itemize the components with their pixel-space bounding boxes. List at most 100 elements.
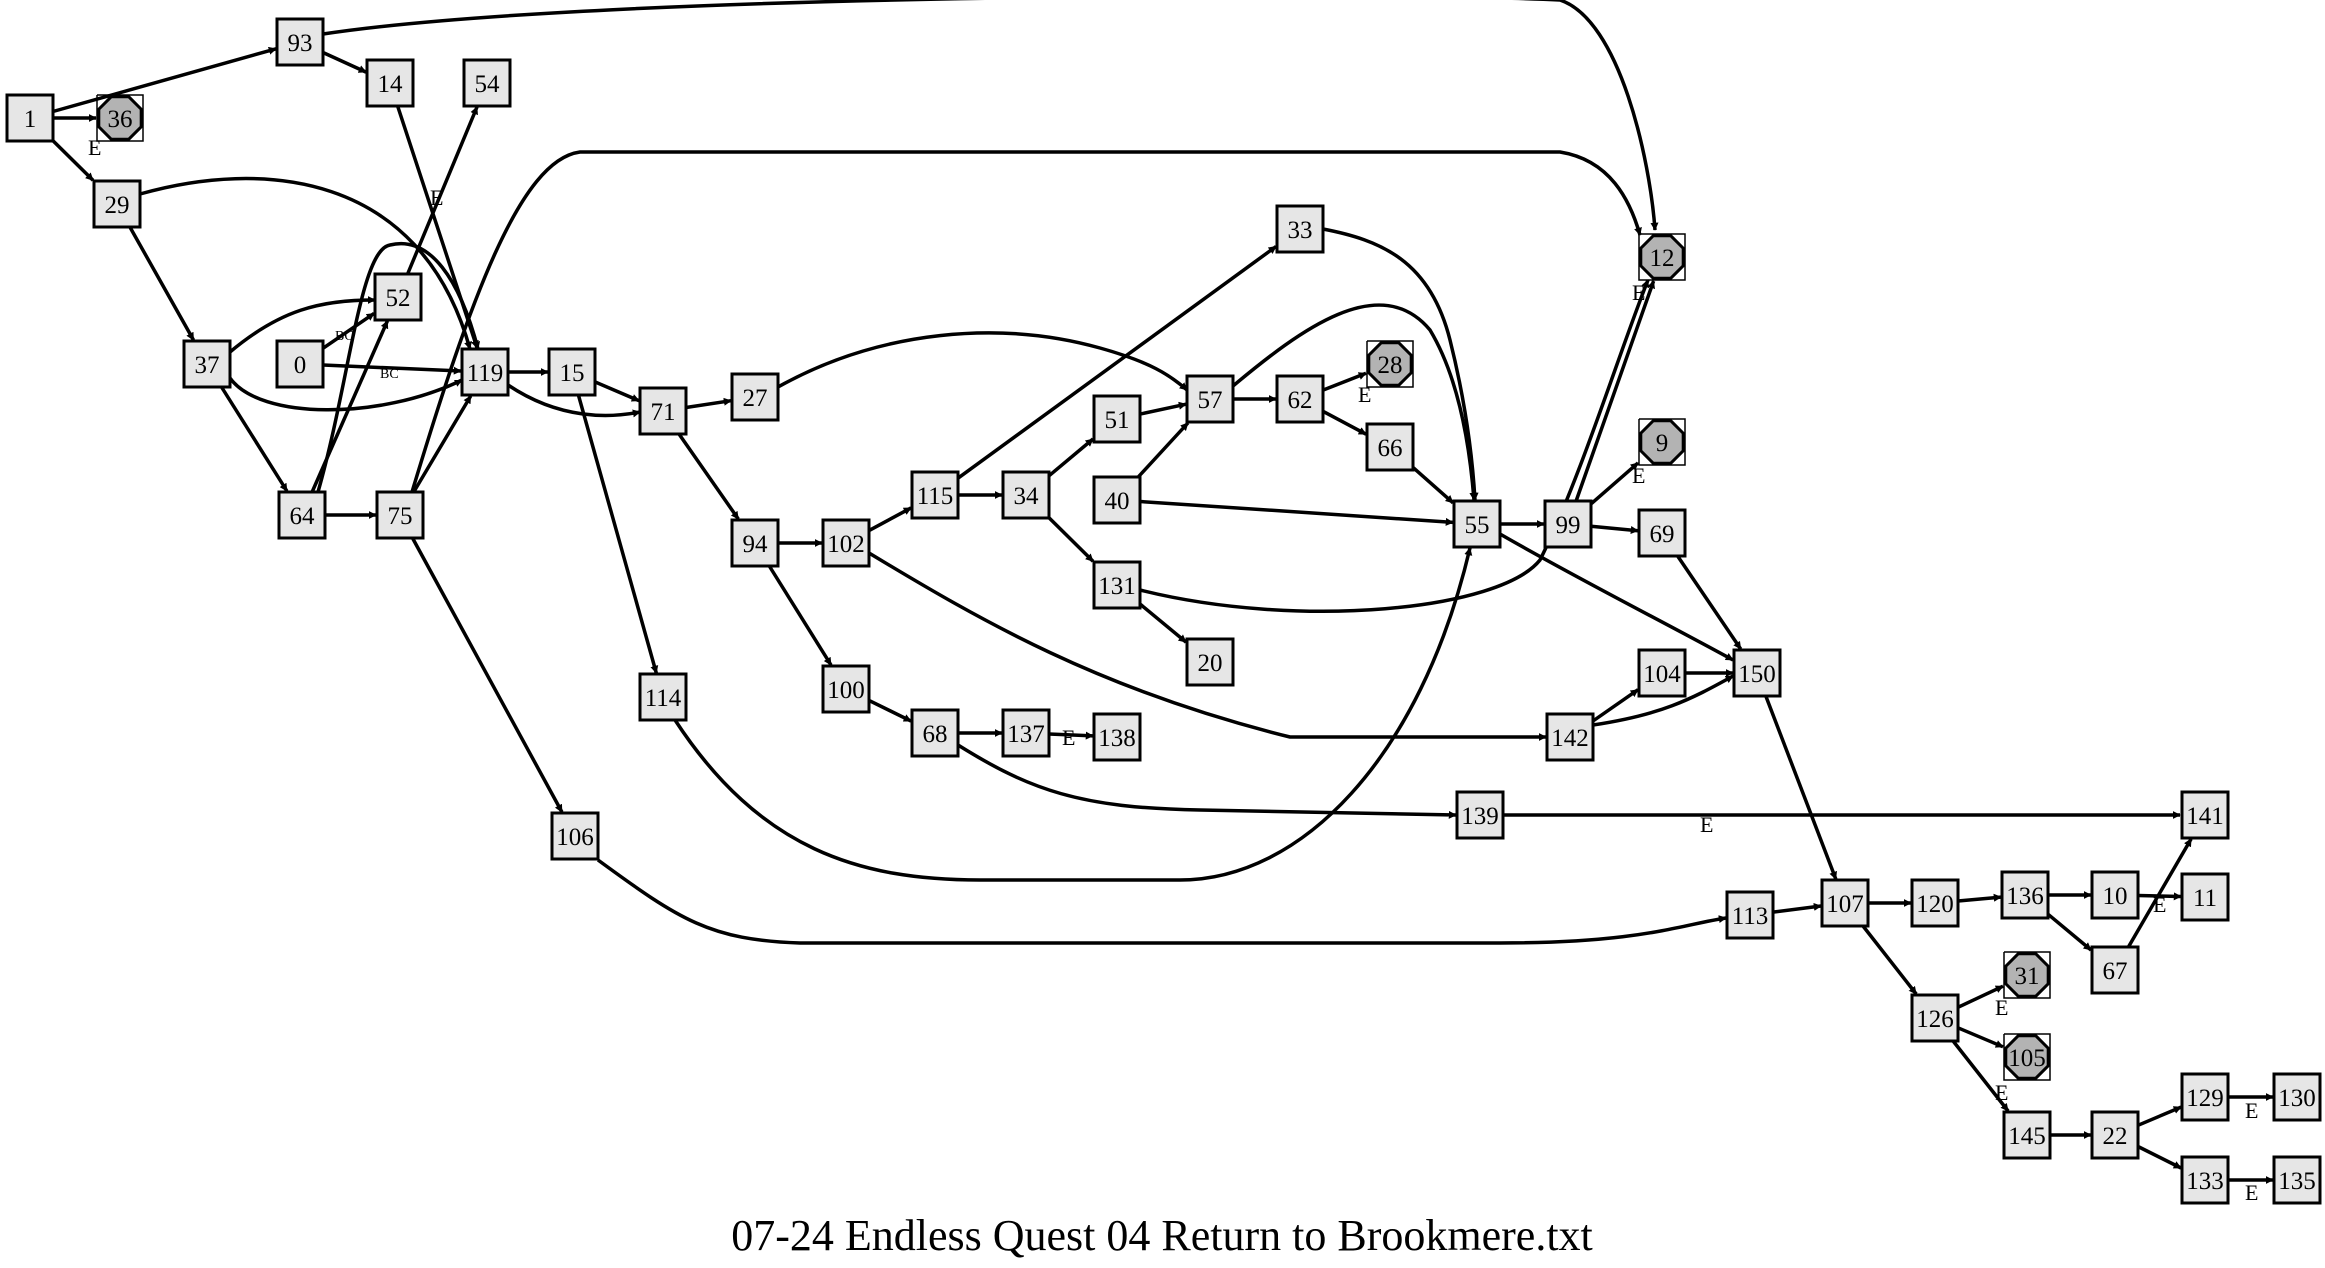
node-55[interactable]: 55	[1452, 499, 1502, 549]
edge-75-119	[412, 395, 473, 493]
node-68[interactable]: 68	[910, 708, 960, 758]
node-11[interactable]: 11	[2180, 872, 2230, 922]
edge-150-107	[1764, 695, 1838, 880]
node-label: 66	[1378, 435, 1403, 462]
node-label: 142	[1551, 725, 1589, 752]
node-106[interactable]: 106	[550, 811, 600, 861]
node-33[interactable]: 33	[1275, 204, 1325, 254]
edge-115-33	[956, 245, 1278, 480]
node-105[interactable]: 105	[2003, 1033, 2051, 1081]
node-12[interactable]: 12	[1638, 233, 1686, 281]
edge-40-57	[1136, 421, 1190, 479]
node-label: 14	[378, 71, 404, 98]
node-67[interactable]: 67	[2090, 945, 2140, 995]
node-137[interactable]: 137	[1001, 708, 1051, 758]
node-label: 54	[475, 71, 501, 98]
node-28[interactable]: 28	[1366, 340, 1414, 388]
edge-69-150	[1676, 555, 1743, 650]
node-136[interactable]: 136	[2000, 870, 2050, 920]
node-label: 94	[743, 531, 769, 558]
node-69[interactable]: 69	[1637, 508, 1687, 558]
node-100[interactable]: 100	[821, 664, 871, 714]
node-130[interactable]: 130	[2272, 1072, 2322, 1122]
node-52[interactable]: 52	[373, 272, 423, 322]
node-150[interactable]: 150	[1732, 648, 1782, 698]
node-label: 136	[2006, 883, 2044, 910]
node-label: 20	[1198, 650, 1223, 677]
edge-29-119	[139, 176, 472, 350]
node-label: 22	[2103, 1123, 2128, 1150]
edge-37-52	[228, 296, 376, 354]
edge-114-55	[673, 547, 1473, 882]
node-27[interactable]: 27	[730, 372, 780, 422]
edge-label-131-12: E	[1632, 280, 1645, 305]
node-99[interactable]: 99	[1543, 499, 1593, 549]
node-14[interactable]: 14	[365, 58, 415, 108]
node-36[interactable]: 36	[96, 94, 144, 142]
node-126[interactable]: 126	[1910, 993, 1960, 1043]
node-15[interactable]: 15	[547, 347, 597, 397]
node-label: 36	[108, 106, 133, 133]
node-31[interactable]: 31	[2003, 951, 2051, 999]
node-label: 113	[1732, 903, 1769, 930]
node-135[interactable]: 135	[2272, 1155, 2322, 1205]
node-120[interactable]: 120	[1910, 878, 1960, 928]
node-22[interactable]: 22	[2090, 1110, 2140, 1160]
edge-label-126-31: E	[1995, 995, 2008, 1020]
node-131[interactable]: 131	[1092, 560, 1142, 610]
node-129[interactable]: 129	[2180, 1072, 2230, 1122]
node-138[interactable]: 138	[1092, 712, 1142, 762]
node-139[interactable]: 139	[1455, 790, 1505, 840]
edge-55-150	[1499, 532, 1734, 662]
node-107[interactable]: 107	[1820, 878, 1870, 928]
node-37[interactable]: 37	[182, 339, 232, 389]
node-64[interactable]: 64	[277, 490, 327, 540]
node-145[interactable]: 145	[2002, 1110, 2052, 1160]
node-label: 75	[388, 503, 413, 530]
node-1[interactable]: 1	[5, 93, 55, 143]
node-93[interactable]: 93	[275, 17, 325, 67]
node-114[interactable]: 114	[638, 672, 688, 722]
node-label: 29	[105, 192, 130, 219]
node-94[interactable]: 94	[730, 518, 780, 568]
node-label: 40	[1105, 488, 1130, 515]
node-54[interactable]: 54	[462, 58, 512, 108]
node-label: 120	[1916, 891, 1954, 918]
node-20[interactable]: 20	[1185, 637, 1235, 687]
node-40[interactable]: 40	[1092, 475, 1142, 525]
node-label: 138	[1098, 725, 1136, 752]
node-62[interactable]: 62	[1275, 374, 1325, 424]
node-57[interactable]: 57	[1185, 374, 1235, 424]
node-label: 126	[1916, 1006, 1954, 1033]
node-0[interactable]: 0	[275, 339, 325, 389]
node-75[interactable]: 75	[375, 490, 425, 540]
node-142[interactable]: 142	[1545, 712, 1595, 762]
node-113[interactable]: 113	[1725, 890, 1775, 940]
node-label: 69	[1650, 521, 1675, 548]
node-104[interactable]: 104	[1637, 648, 1687, 698]
node-label: 145	[2008, 1123, 2046, 1150]
graph-caption: 07-24 Endless Quest 04 Return to Brookme…	[731, 1211, 1593, 1260]
node-119[interactable]: 119	[460, 347, 510, 397]
node-51[interactable]: 51	[1092, 394, 1142, 444]
edge-93-12	[322, 0, 1659, 231]
edge-62-28	[1322, 371, 1367, 392]
node-9[interactable]: 9	[1638, 418, 1686, 466]
edge-66-55	[1411, 466, 1455, 505]
node-34[interactable]: 34	[1001, 470, 1051, 520]
edge-27-57	[777, 331, 1189, 392]
node-label: 64	[290, 503, 316, 530]
edge-142-150	[1592, 674, 1734, 727]
node-102[interactable]: 102	[821, 518, 871, 568]
node-label: 33	[1288, 217, 1313, 244]
node-66[interactable]: 66	[1365, 422, 1415, 472]
node-133[interactable]: 133	[2180, 1155, 2230, 1205]
node-141[interactable]: 141	[2180, 790, 2230, 840]
node-115[interactable]: 115	[910, 470, 960, 520]
edge-22-133	[2137, 1144, 2182, 1170]
node-10[interactable]: 10	[2090, 870, 2140, 920]
node-71[interactable]: 71	[638, 386, 688, 436]
edge-label-137-138: E	[1062, 725, 1075, 750]
node-29[interactable]: 29	[92, 179, 142, 229]
node-label: 15	[560, 360, 585, 387]
